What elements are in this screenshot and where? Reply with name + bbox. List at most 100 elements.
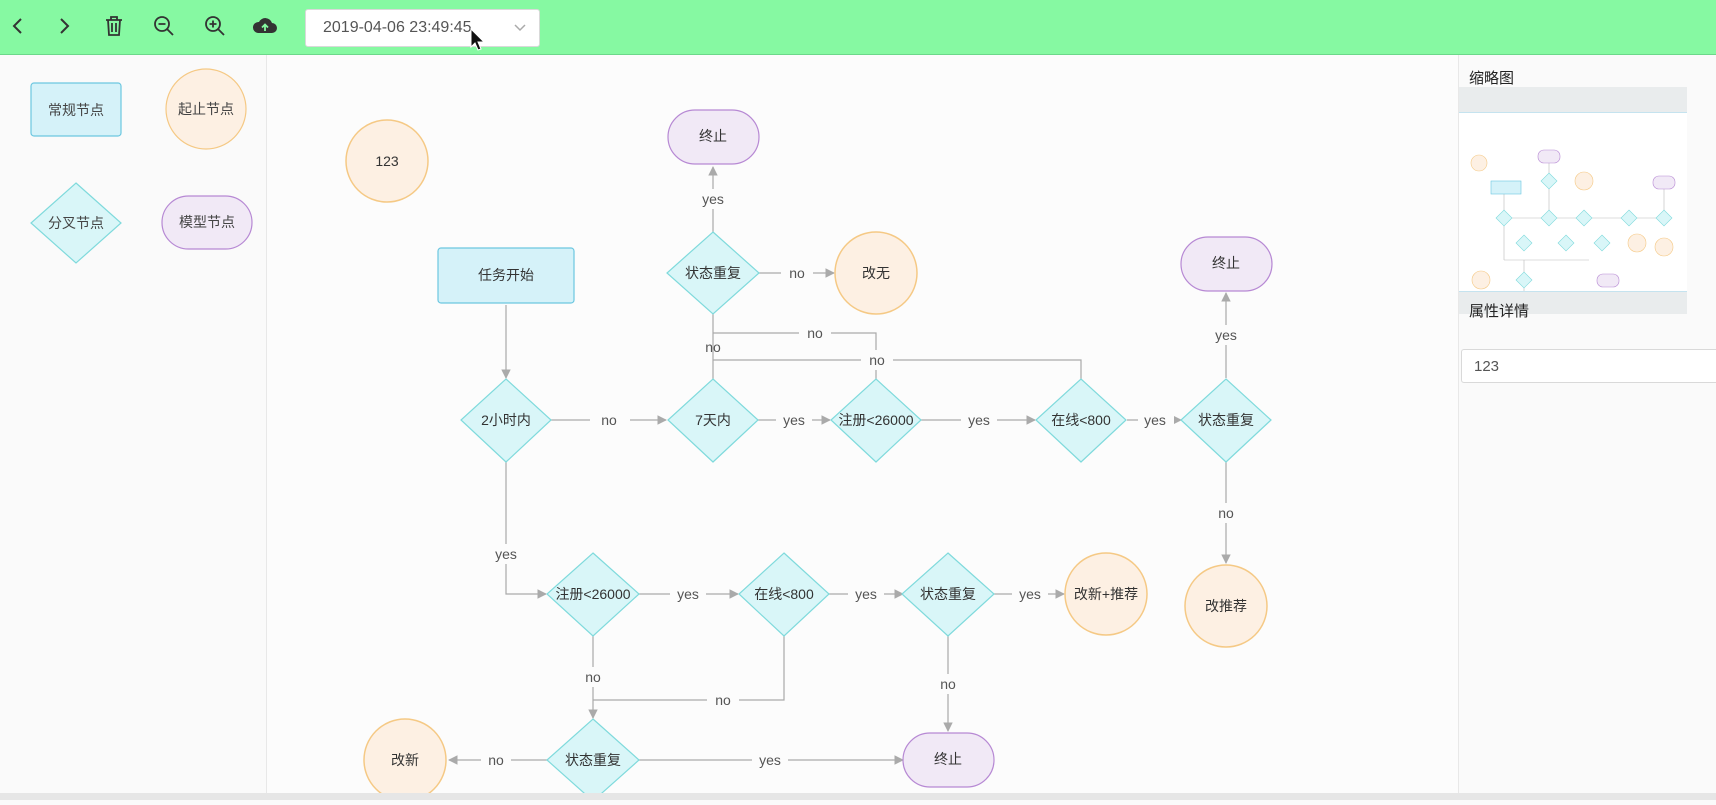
palette-rect-label: 常规节点: [48, 102, 104, 118]
palette-ellipse-node[interactable]: 模型节点: [161, 195, 253, 250]
edge-label-no: no: [601, 412, 617, 428]
edge-label-yes: yes: [1019, 586, 1041, 602]
edge-label-yes: yes: [759, 752, 781, 768]
node-palette: 常规节点 起止节点 分叉节点 模型节点: [0, 55, 267, 800]
node-label: 终止: [699, 128, 727, 144]
edge-label-no: no: [789, 265, 805, 281]
ellipse-node-stop-bottom[interactable]: 终止: [902, 732, 995, 788]
minimap-viewport[interactable]: [1459, 112, 1687, 298]
props-value: 123: [1474, 357, 1500, 375]
edge-label-yes: yes: [702, 191, 724, 207]
circle-node-none[interactable]: 改无: [834, 231, 918, 315]
edge-label-yes: yes: [677, 586, 699, 602]
node-label: 状态重复: [565, 752, 621, 768]
trash-icon: [106, 16, 122, 36]
edge-label-no: no: [585, 669, 601, 685]
diamond-node-2h[interactable]: 2小时内: [460, 378, 552, 463]
node-label: 123: [375, 153, 399, 169]
node-label: 终止: [1212, 255, 1240, 271]
flow-svg: no yes yes yes yes no yes no no no no ye…: [345, 109, 1273, 793]
minimap[interactable]: [1459, 87, 1687, 314]
upload-button[interactable]: [247, 8, 283, 44]
datetime-select[interactable]: 2019-04-06 23:49:45: [305, 9, 540, 47]
diamond-node-state-bottom[interactable]: 状态重复: [546, 718, 640, 793]
edge-label-no: no: [869, 352, 885, 368]
horizontal-scrollbar[interactable]: [0, 793, 1716, 800]
props-title: 属性详情: [1469, 303, 1530, 320]
right-panel: 缩略图: [1458, 55, 1716, 800]
ellipse-node-stop-right[interactable]: 终止: [1180, 236, 1273, 292]
node-label: 注册<26000: [555, 586, 630, 602]
palette-circle-node[interactable]: 起止节点: [165, 68, 247, 150]
diamond-node-state-right[interactable]: 状态重复: [1180, 378, 1272, 463]
zoom-out-button[interactable]: [146, 8, 182, 44]
palette-diamond-label: 分叉节点: [48, 215, 104, 231]
flow-canvas[interactable]: no yes yes yes yes no yes no no no no ye…: [267, 55, 1458, 793]
circle-node-new-recommend[interactable]: 改新+推荐: [1064, 552, 1148, 636]
circle-node-recommend[interactable]: 改推荐: [1184, 564, 1268, 648]
props-value-input[interactable]: 123: [1461, 349, 1716, 383]
edge-label-yes: yes: [855, 586, 877, 602]
edge-label-yes: yes: [1144, 412, 1166, 428]
diamond-node-7d[interactable]: 7天内: [667, 378, 759, 463]
palette-circle-label: 起止节点: [178, 101, 234, 117]
edge-online-statetop: [713, 359, 1082, 379]
edge-2h-regbottom: [505, 462, 547, 599]
edge-label-no: no: [488, 752, 504, 768]
node-label: 改新: [391, 752, 419, 768]
toolbar: 2019-04-06 23:49:45: [0, 0, 1716, 55]
palette-rect-node[interactable]: 常规节点: [30, 82, 122, 137]
edge-label-yes: yes: [968, 412, 990, 428]
forward-button[interactable]: [46, 8, 82, 44]
edge-label-yes: yes: [1215, 327, 1237, 343]
diamond-node-state-mid[interactable]: 状态重复: [901, 552, 995, 637]
node-label: 改新+推荐: [1074, 586, 1138, 602]
chevron-right-icon: [60, 18, 70, 34]
zoom-in-button[interactable]: [197, 8, 233, 44]
node-label: 7天内: [695, 412, 731, 428]
edge-label-no: no: [715, 692, 731, 708]
minimap-preview: [1470, 149, 1676, 298]
node-label: 2小时内: [481, 412, 531, 428]
node-label: 状态重复: [1198, 412, 1254, 428]
node-label: 改无: [862, 265, 890, 281]
chevron-down-icon: [514, 24, 526, 32]
nodes: 123 任务开始 终止 终止 终止 2小时内: [345, 109, 1273, 793]
cloud-upload-icon: [252, 18, 277, 33]
node-label: 状态重复: [685, 265, 741, 281]
edge-label-no: no: [807, 325, 823, 341]
palette-ellipse-label: 模型节点: [179, 214, 235, 230]
edge-labels: no yes yes yes yes no yes no no no no ye…: [481, 189, 1244, 770]
diamond-node-online-bottom[interactable]: 在线<800: [738, 552, 830, 637]
node-label: 状态重复: [920, 586, 976, 602]
circle-node-new[interactable]: 改新: [363, 718, 447, 793]
edge-label-no: no: [940, 676, 956, 692]
node-label: 终止: [934, 751, 962, 767]
rect-node-start[interactable]: 任务开始: [437, 247, 575, 304]
palette-svg: 常规节点 起止节点 分叉节点 模型节点: [30, 68, 253, 264]
node-label: 在线<800: [1051, 412, 1111, 428]
diamond-node-online-top[interactable]: 在线<800: [1035, 378, 1127, 463]
circle-node-123[interactable]: 123: [345, 119, 429, 203]
palette-diamond-node[interactable]: 分叉节点: [30, 182, 122, 264]
diamond-node-reg-top[interactable]: 注册<26000: [830, 378, 922, 463]
ellipse-node-stop-top[interactable]: 终止: [667, 109, 760, 165]
diamond-node-state-top[interactable]: 状态重复: [666, 231, 760, 315]
edge-label-yes: yes: [495, 546, 517, 562]
zoom-out-icon: [154, 16, 174, 36]
edge-label-yes: yes: [783, 412, 805, 428]
diamond-node-reg-bottom[interactable]: 注册<26000: [546, 552, 640, 637]
mouse-cursor-icon: [470, 28, 486, 51]
edge-reg-statetop: [713, 332, 877, 379]
back-button[interactable]: [0, 8, 36, 44]
edge-onlineb-statebottom: [593, 636, 785, 701]
node-label: 在线<800: [754, 586, 814, 602]
node-label: 注册<26000: [838, 412, 913, 428]
edge-label-no: no: [705, 339, 721, 355]
delete-button[interactable]: [96, 8, 132, 44]
edge-label-no: no: [1218, 505, 1234, 521]
minimap-title: 缩略图: [1469, 70, 1515, 87]
node-label: 改推荐: [1205, 598, 1247, 614]
chevron-left-icon: [12, 18, 22, 34]
zoom-in-icon: [205, 16, 225, 36]
